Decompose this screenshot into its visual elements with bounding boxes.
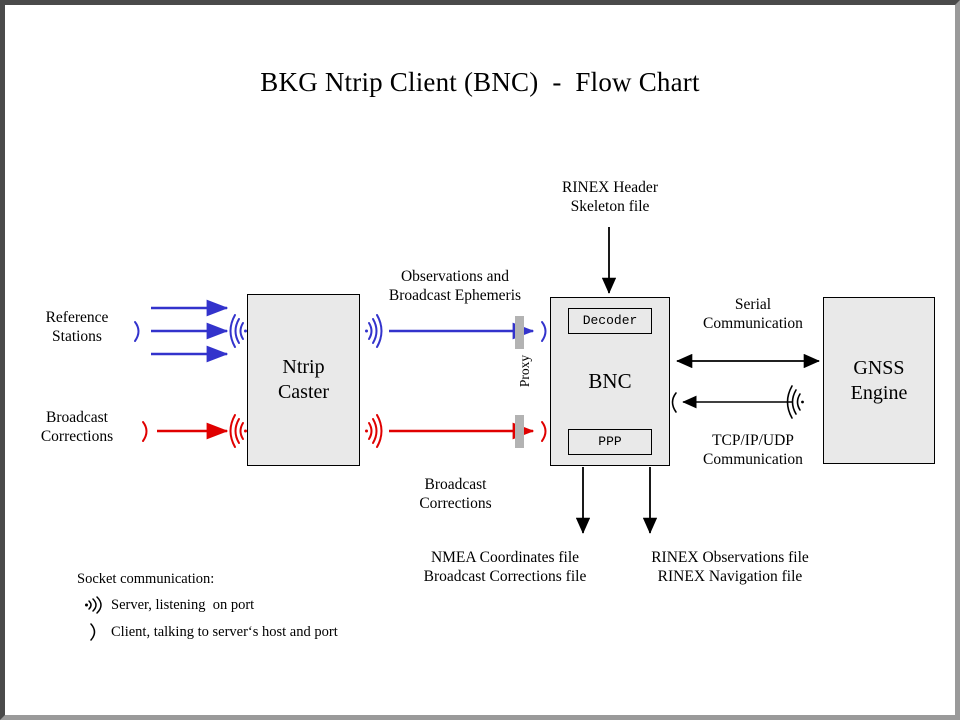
server-socket-icon-caster-bc: [229, 414, 247, 448]
proxy-bar-corrections: [515, 415, 524, 448]
gnss-engine-line2: Engine: [850, 381, 908, 404]
ntrip-caster-line2: Caster: [277, 381, 330, 403]
node-gnss-engine[interactable]: GNSS Engine: [823, 297, 935, 464]
proxy-label: Proxy: [517, 354, 532, 388]
gnss-engine-line1: GNSS: [853, 356, 905, 379]
client-socket-icon-reference-stations: [134, 321, 140, 342]
label-observations-ephemeris: Observations and Broadcast Ephemeris: [388, 268, 522, 305]
client-socket-icon-bnc-tcp: [671, 392, 677, 413]
server-socket-icon: [77, 595, 111, 615]
label-broadcast-corrections-source: Broadcast Corrections: [40, 409, 114, 446]
legend-label-client: Client, talking to server‘s host and por…: [111, 623, 338, 640]
client-socket-icon: [77, 622, 111, 642]
proxy-bar-observations: [515, 316, 524, 349]
client-socket-icon-bnc-bc: [541, 421, 547, 442]
label-rinex-header-skeleton: RINEX Header Skeleton file: [562, 179, 658, 216]
legend-row-server: Server, listening on port: [77, 595, 497, 615]
node-ntrip-caster[interactable]: Ntrip Caster: [247, 294, 360, 466]
server-socket-icon-gnss-tcp: [786, 385, 804, 419]
legend: Socket communication: Server, listening …: [77, 571, 497, 642]
bnc-label: BNC: [588, 369, 632, 394]
node-bnc[interactable]: Decoder BNC PPP: [550, 297, 670, 466]
server-socket-icon-caster-out-bc: [365, 414, 383, 448]
diagram-vector-layer: [134, 227, 820, 534]
client-socket-icon-bnc-obs: [541, 321, 547, 342]
bnc-ppp-module[interactable]: PPP: [568, 428, 652, 455]
bnc-decoder-module[interactable]: Decoder: [568, 308, 652, 335]
legend-label-server: Server, listening on port: [111, 596, 255, 613]
label-serial-communication: Serial Communication: [703, 296, 803, 333]
label-output-files-nmea: NMEA Coordinates file Broadcast Correcti…: [423, 549, 587, 586]
ntrip-caster-line1: Ntrip: [282, 356, 325, 378]
server-socket-icon-caster-obs: [229, 314, 247, 348]
server-socket-icon-caster-out-obs: [365, 314, 383, 348]
label-output-files-rinex: RINEX Observations file RINEX Navigation…: [651, 549, 809, 586]
legend-row-client: Client, talking to server‘s host and por…: [77, 622, 497, 642]
legend-heading: Socket communication:: [77, 571, 215, 587]
client-socket-icon-broadcast-corrections: [142, 421, 148, 442]
page-title: BKG Ntrip Client (BNC) - Flow Chart: [260, 67, 700, 97]
label-tcp-communication: TCP/IP/UDP Communication: [703, 432, 803, 469]
label-reference-stations: Reference Stations: [45, 309, 109, 346]
label-broadcast-corrections-link: Broadcast Corrections: [419, 476, 492, 513]
